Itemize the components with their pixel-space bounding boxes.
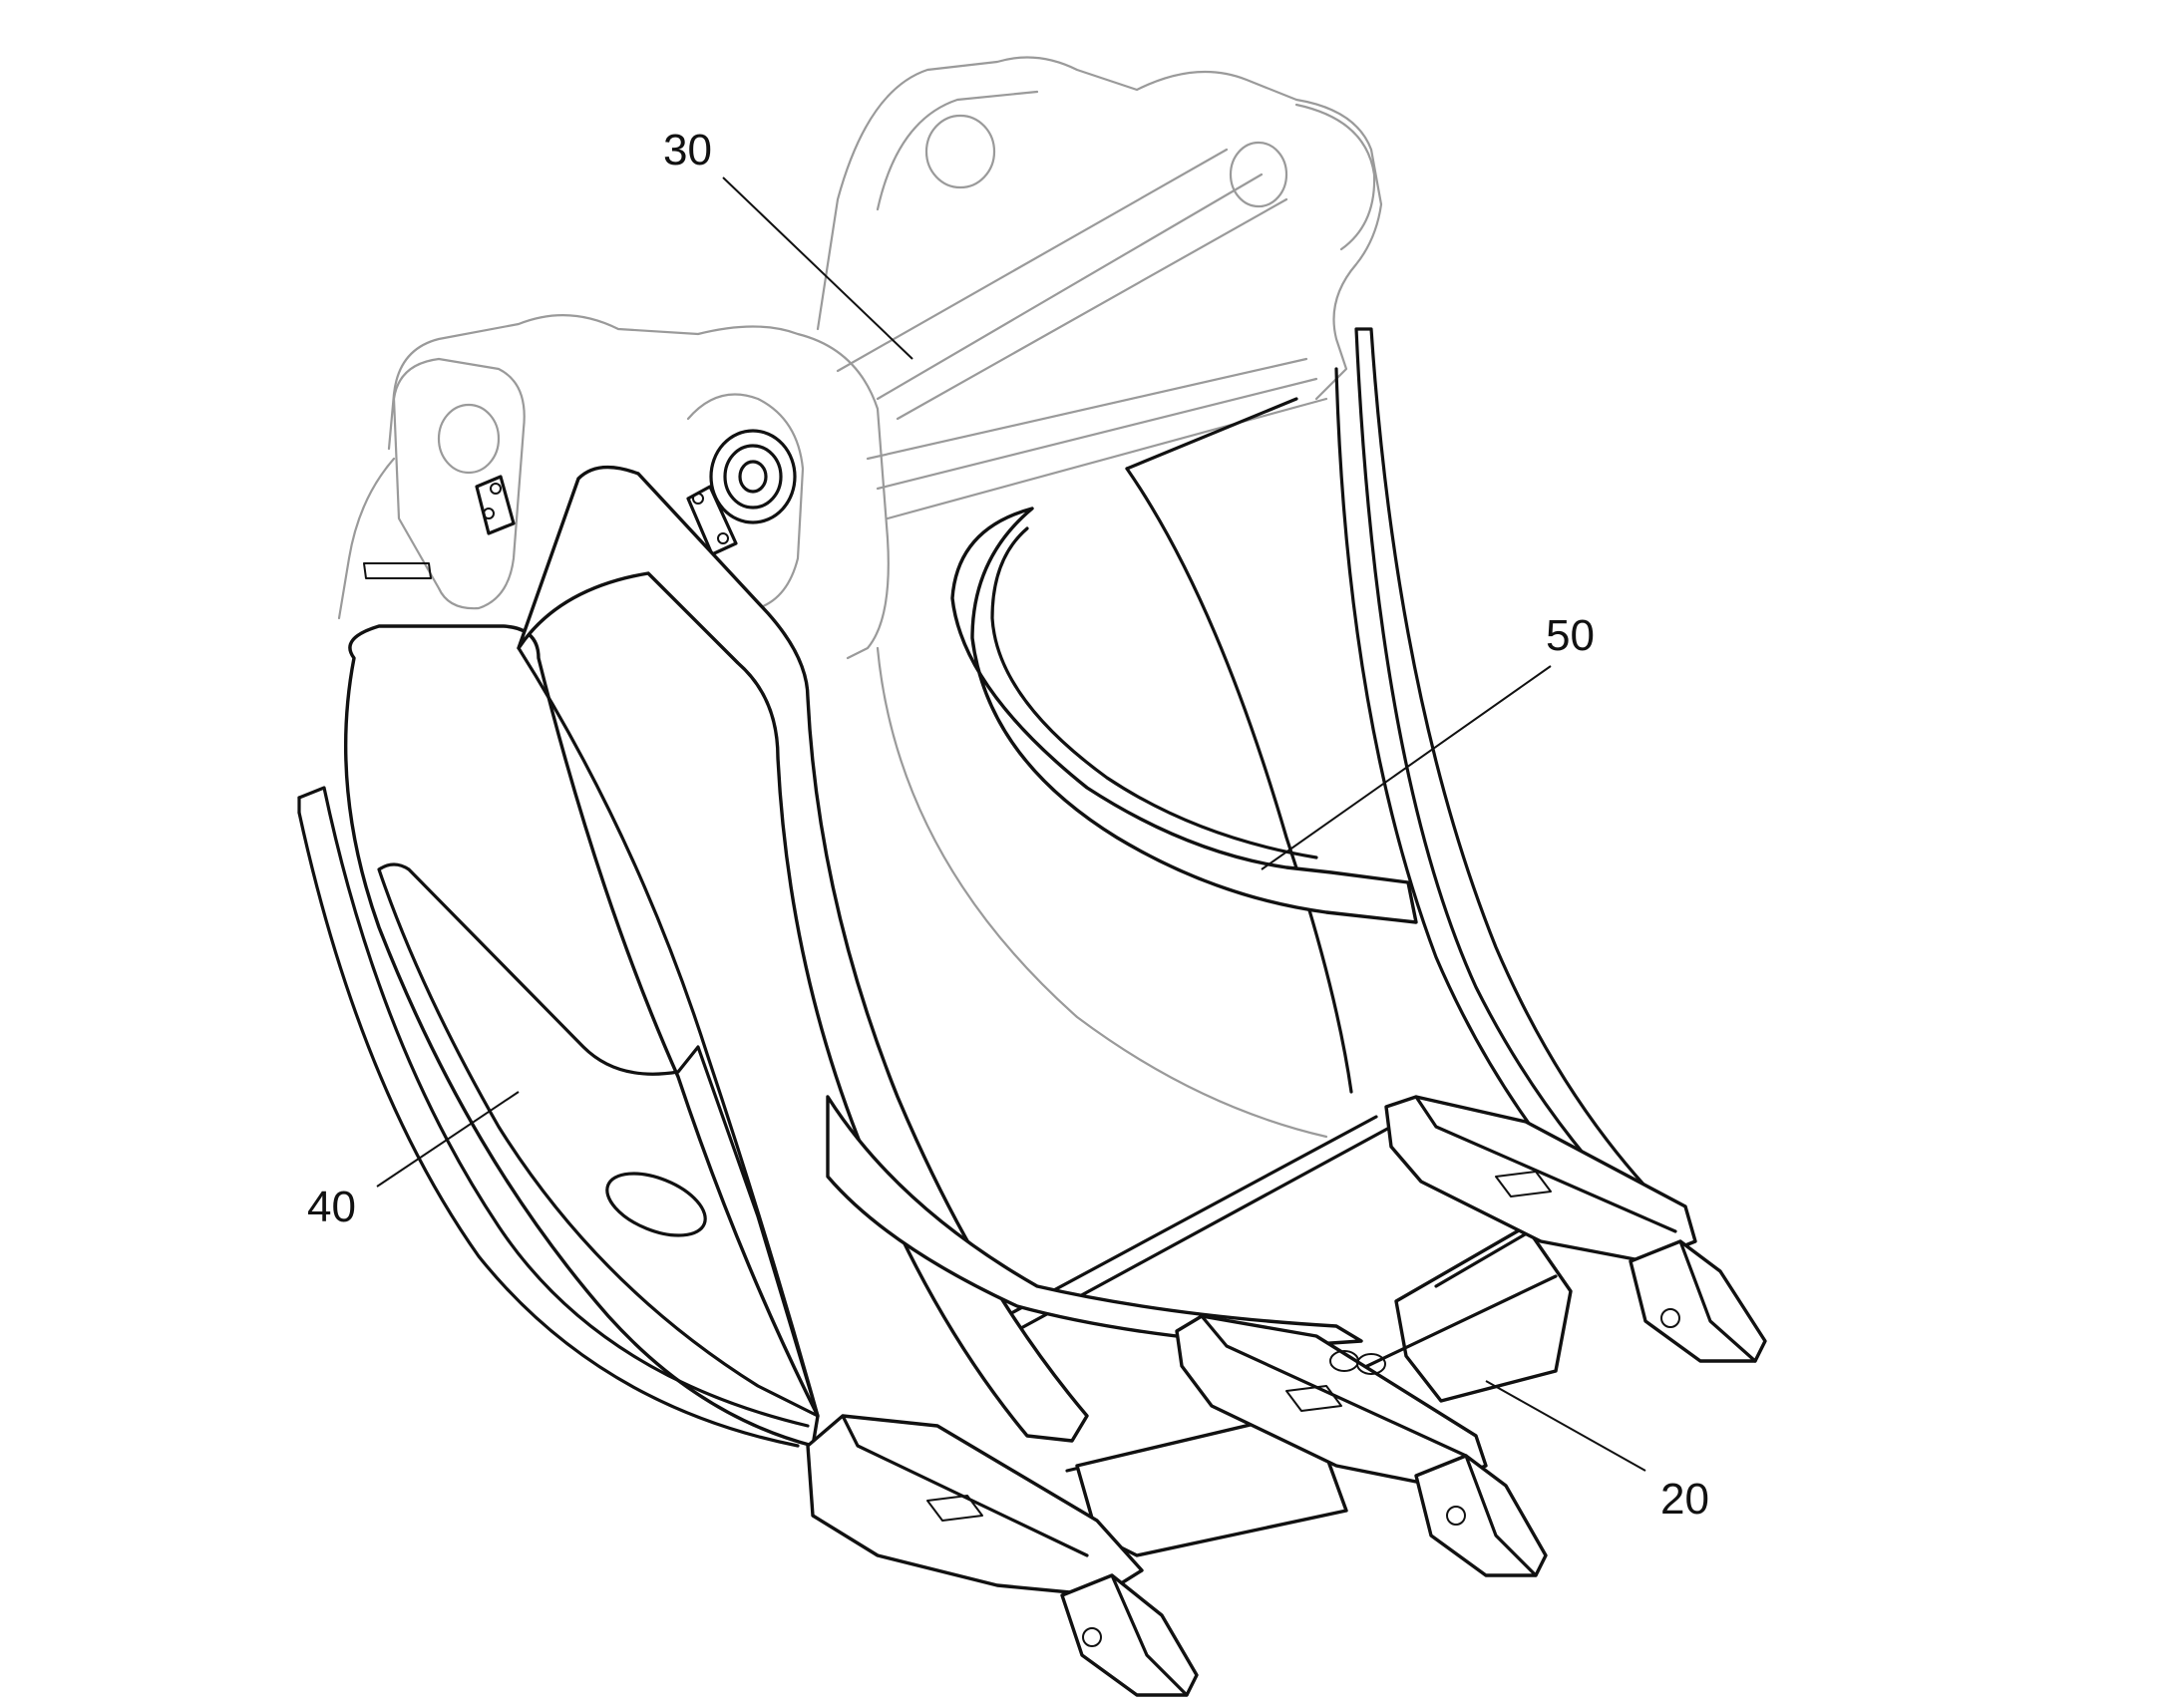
- leader-50: [1261, 665, 1552, 870]
- right-side-wall: [950, 327, 1647, 1208]
- front-bracket-lug: [392, 357, 526, 610]
- floor-right-edge: [1344, 1274, 1558, 1378]
- rear-tube-mid: [876, 377, 1318, 491]
- left-shank-plate: [517, 465, 1089, 1443]
- left-wall-flange-outer: [297, 786, 810, 1428]
- tooth-right-pin: [1660, 1308, 1680, 1328]
- tooth-center-tip-edge: [1464, 1454, 1538, 1577]
- right-wall-outer-edge: [1354, 327, 1647, 1203]
- rear-bracket-boss: [1294, 103, 1376, 251]
- right-wall-inner-edge: [1334, 367, 1598, 1208]
- leader-40: [376, 1091, 520, 1188]
- ref-label-20: 20: [1660, 1475, 1709, 1524]
- retainer-plate-left: [475, 475, 516, 535]
- rear-bracket-inner-edge: [876, 90, 1039, 211]
- tooth-left-pin: [1082, 1627, 1102, 1647]
- tooth-center-clip: [1285, 1385, 1342, 1412]
- tooth-right: [1384, 1095, 1767, 1363]
- lip-center-block: [1394, 1224, 1573, 1403]
- brand-mark: [363, 562, 432, 579]
- rear-wall-vertical-edge: [1125, 467, 1353, 1094]
- left-side-wall: [297, 624, 820, 1448]
- reinforcing-rib: [950, 507, 1418, 924]
- left-wall-lightening-hole: [605, 1172, 707, 1237]
- cross-pin-end-cap: [1229, 141, 1288, 208]
- retainer-plate-right: [686, 485, 738, 556]
- cross-pin-upper-edge: [836, 148, 1229, 373]
- rear-wall-top-edge: [1125, 397, 1298, 471]
- left-shank-outer-edge: [517, 646, 820, 1418]
- retainer-bolt-right-b: [717, 532, 729, 544]
- tooth-right-tip-edge: [1678, 1239, 1757, 1363]
- ref-label-30: 30: [663, 126, 712, 174]
- bucket-side-ghost: [337, 457, 396, 620]
- pivot-bolt-middle: [723, 444, 783, 510]
- pivot-bolt-inner: [738, 460, 768, 494]
- left-wall-outline: [343, 624, 820, 1448]
- tooth-left-tip: [1060, 1573, 1199, 1697]
- mounting-bracket-group: [337, 56, 1383, 1139]
- tooth-right-adapter-top: [1414, 1095, 1677, 1233]
- front-bracket-pin-hole: [437, 403, 501, 475]
- leader-20: [1485, 1380, 1646, 1472]
- ref-label-40: 40: [307, 1183, 356, 1231]
- rear-tube-upper: [866, 357, 1308, 461]
- tooth-center-pin: [1446, 1506, 1466, 1526]
- retainer-bolt-left-a: [483, 508, 495, 519]
- left-wall-flange-inner: [297, 811, 800, 1448]
- pivot-bolt-outer: [709, 429, 797, 524]
- tooth-center-tip: [1414, 1454, 1548, 1577]
- bucket-back-curve: [876, 646, 1328, 1139]
- tooth-left-clip: [926, 1495, 983, 1522]
- reinforcing-rib-inner-line: [990, 526, 1318, 859]
- tooth-center-hole-b: [1356, 1353, 1386, 1375]
- tooth-left-tip-edge: [1110, 1573, 1189, 1697]
- front-bracket-plate: [387, 314, 890, 660]
- middle-shank: [826, 1095, 1363, 1348]
- tooth-right-tip: [1629, 1239, 1767, 1363]
- tooth-left-adapter-top: [841, 1414, 1089, 1557]
- tooth-center-adapter-top: [1200, 1314, 1468, 1458]
- rear-tube-lower: [886, 397, 1328, 520]
- retainer-bolt-left-b: [490, 483, 502, 495]
- tooth-left: [806, 1414, 1199, 1697]
- tooth-center: [1175, 1314, 1548, 1577]
- tooth-right-clip: [1495, 1171, 1552, 1197]
- pivot-bolt: [709, 429, 797, 524]
- retainer-bolt-right-a: [692, 493, 704, 505]
- rear-bracket-plate: [816, 56, 1383, 401]
- cross-pin-lower-edge: [896, 197, 1288, 421]
- leader-30: [722, 176, 913, 360]
- ref-label-50: 50: [1546, 611, 1595, 660]
- rear-bracket-pin-hole: [924, 114, 996, 189]
- front-bracket-right-lug: [686, 393, 805, 610]
- cross-pin-centerline: [876, 172, 1264, 401]
